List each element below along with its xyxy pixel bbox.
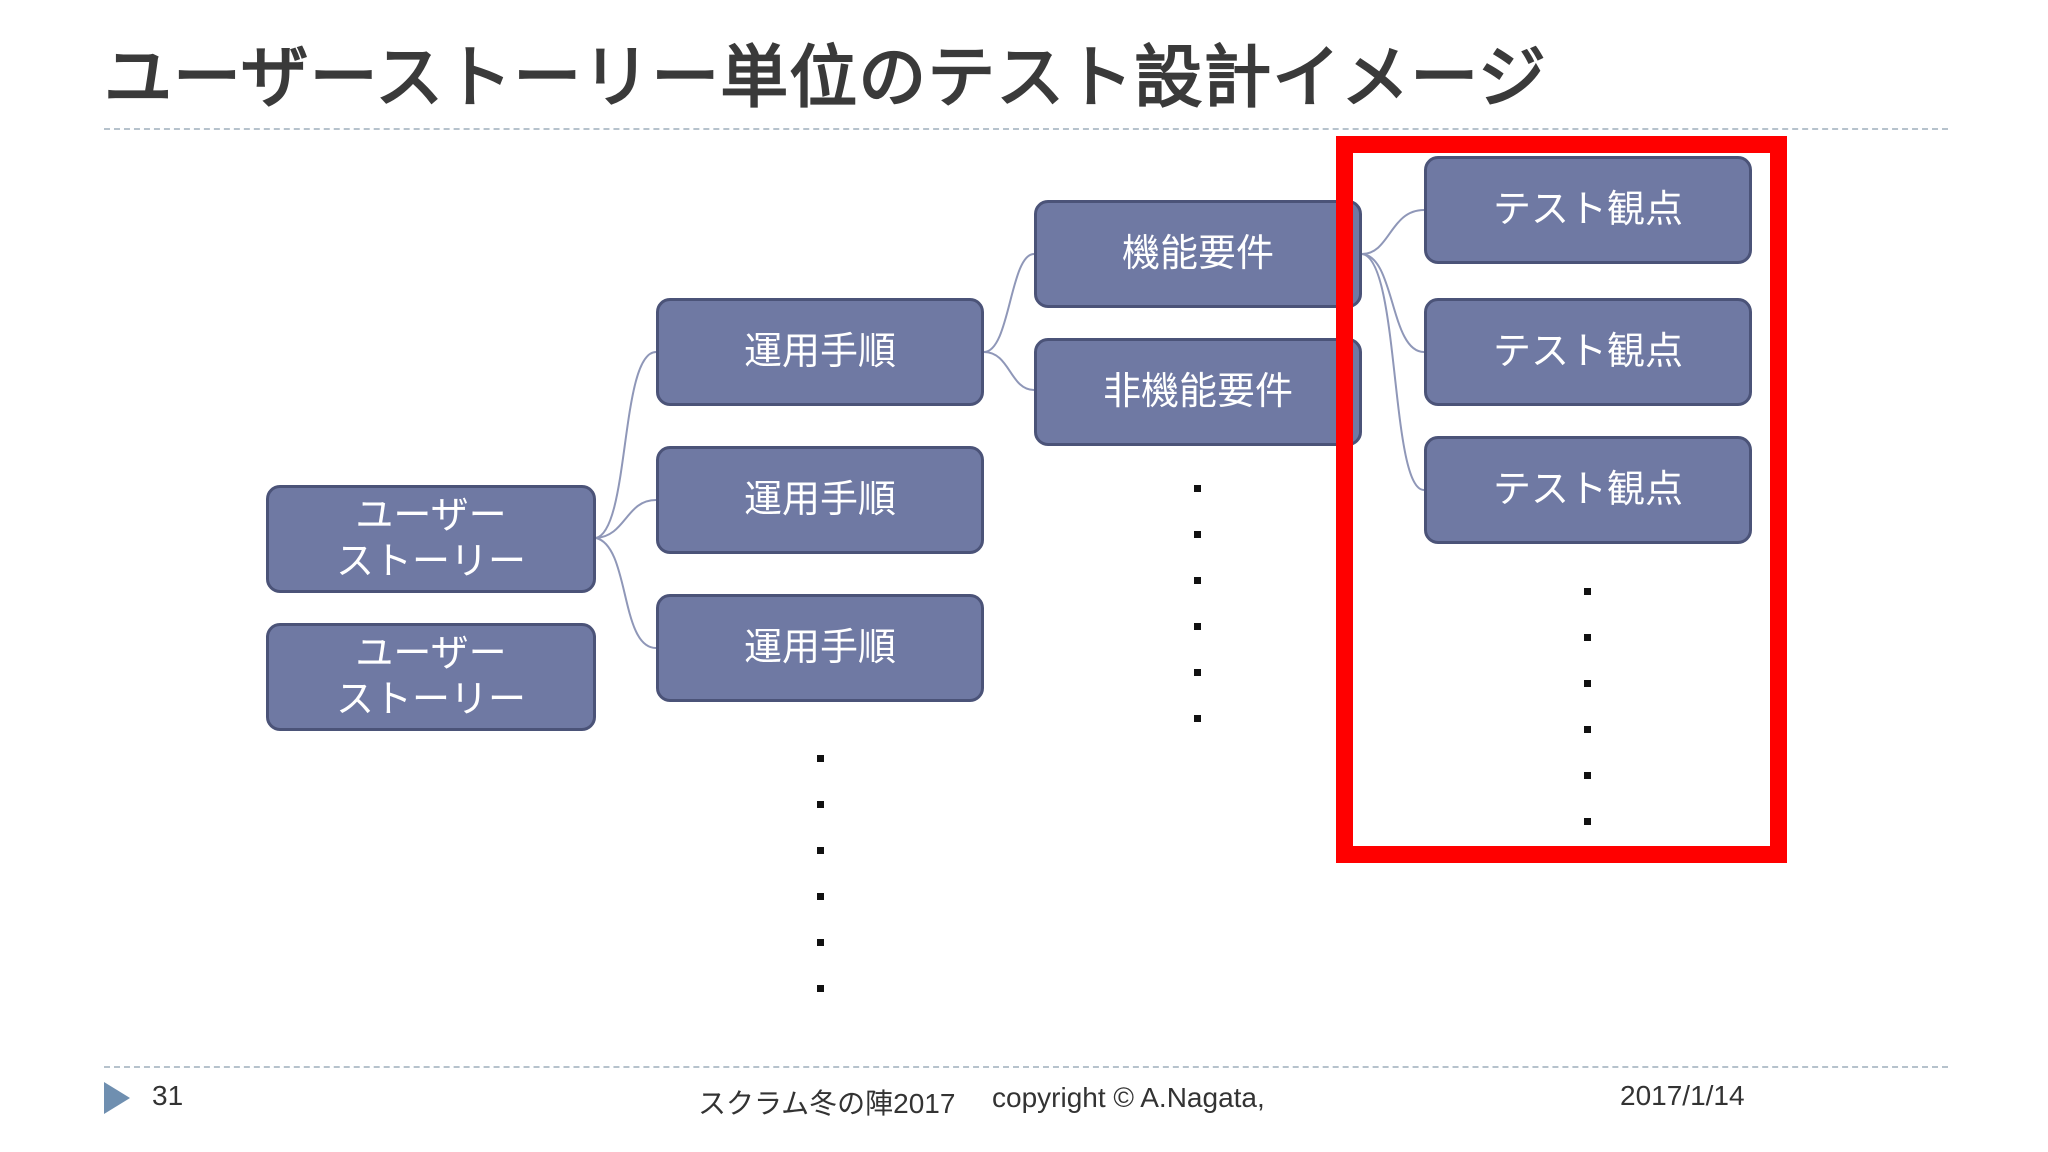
ellipsis-dot [817, 847, 824, 854]
ellipsis-dot [1194, 715, 1201, 722]
ellipsis-dot [1194, 485, 1201, 492]
connector-procedure-to-nonfunctional [983, 351, 1035, 391]
ellipsis-dot [1584, 634, 1591, 641]
ellipsis-dot [1584, 726, 1591, 733]
user-story-node: ユーザー ストーリー [266, 485, 596, 593]
ellipsis-dot [1584, 818, 1591, 825]
procedure-node: 運用手順 [656, 594, 984, 702]
connector-procedure-to-functional [983, 253, 1035, 353]
procedure-node: 運用手順 [656, 298, 984, 406]
nonfunctional-requirement-node: 非機能要件 [1034, 338, 1362, 446]
ellipsis-dot [817, 985, 824, 992]
ellipsis-dot [817, 755, 824, 762]
ellipsis-dot [1194, 577, 1201, 584]
procedure-node: 運用手順 [656, 446, 984, 554]
slide-title: ユーザーストーリー単位のテスト設計イメージ [104, 38, 1547, 118]
connector-requirement-to-viewpoint-2 [1361, 253, 1425, 353]
ellipsis-dot [1584, 680, 1591, 687]
connector-story-to-procedure-2 [595, 499, 657, 539]
highlight-box [1336, 136, 1787, 863]
ellipsis-dot [817, 893, 824, 900]
ellipsis-dot [817, 801, 824, 808]
ellipsis-dot [1584, 772, 1591, 779]
footer-copyright: copyright © A.Nagata, [992, 1082, 1265, 1113]
connector-story-to-procedure-3 [595, 537, 657, 649]
ellipsis-dot [1194, 531, 1201, 538]
ellipsis-dot [1194, 623, 1201, 630]
connector-requirement-to-viewpoint-3 [1361, 253, 1425, 491]
ellipsis-dot [1194, 669, 1201, 676]
footer-date: 2017/1/14 [1620, 1080, 1745, 1111]
user-story-node: ユーザー ストーリー [266, 623, 596, 731]
functional-requirement-node: 機能要件 [1034, 200, 1362, 308]
connector-requirement-to-viewpoint-1 [1361, 209, 1425, 255]
test-viewpoint-node: テスト観点 [1424, 156, 1752, 264]
test-viewpoint-node: テスト観点 [1424, 436, 1752, 544]
triangle-bullet-icon [104, 1082, 130, 1114]
ellipsis-dot [1584, 588, 1591, 595]
connector-story-to-procedure-1 [595, 351, 657, 539]
page-number: 31 [152, 1080, 184, 1111]
test-viewpoint-node: テスト観点 [1424, 298, 1752, 406]
footer-event: スクラム冬の陣2017 [698, 1088, 956, 1119]
footer-divider [104, 1066, 1948, 1068]
ellipsis-dot [817, 939, 824, 946]
title-divider [104, 128, 1948, 130]
